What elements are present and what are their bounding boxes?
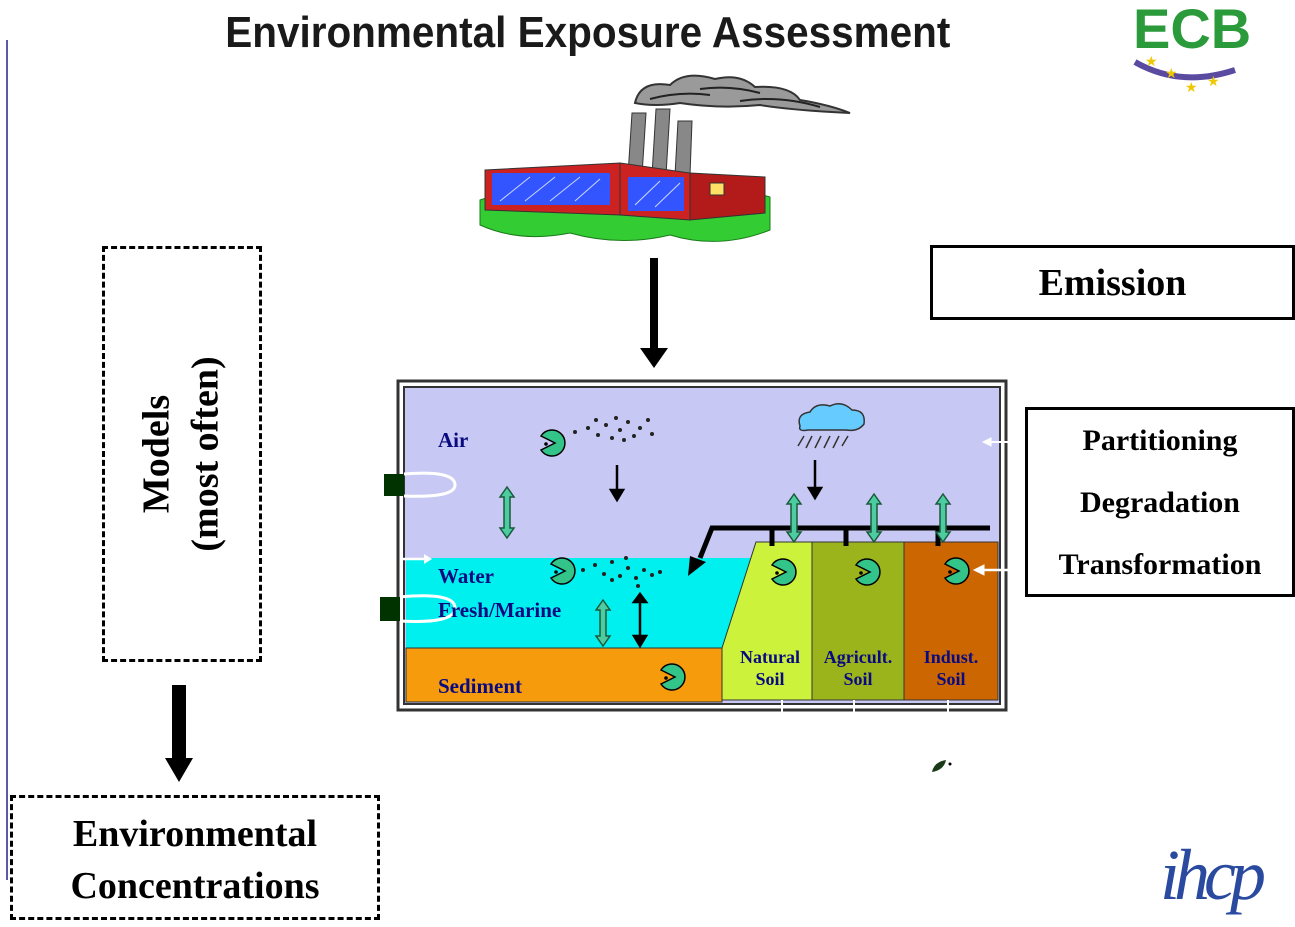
- exchange-arrows: [498, 485, 952, 648]
- agricultural-soil-compartment: [811, 541, 905, 701]
- natural-soil-label: Natural Soil: [726, 646, 814, 690]
- ecb-logo-graphic: ★ ★ ★ ★ ECB: [1133, 0, 1251, 96]
- degradation-icons: [539, 429, 970, 691]
- logo-star-icon: ★: [1207, 75, 1220, 90]
- emission-box: Emission: [930, 245, 1295, 320]
- process-partitioning: Partitioning: [1082, 424, 1238, 457]
- industrial-soil-label: Indust. Soil: [904, 646, 998, 690]
- left-rule: [6, 40, 8, 880]
- models-box: [102, 246, 262, 662]
- rain-cloud-icon: [797, 403, 865, 449]
- ihcp-logo: ihcp: [1160, 835, 1266, 915]
- runoff-bracket: [697, 525, 990, 559]
- agricultural-soil-label-line2: Soil: [843, 669, 873, 689]
- process-transformation: Transformation: [1058, 548, 1262, 581]
- concentrations-line2: Concentrations: [70, 865, 320, 907]
- process-pointer-arrows: [972, 437, 1018, 576]
- deposition-arrows: [608, 460, 824, 649]
- air-particles: [573, 416, 654, 442]
- water-particles: [581, 556, 662, 588]
- natural-soil-label-line2: Soil: [755, 669, 785, 689]
- logo-star-icon: ★: [1145, 55, 1158, 70]
- factory-icon: [479, 74, 851, 242]
- water-compartment: [406, 558, 756, 648]
- logo-star-icon: ★: [1185, 81, 1198, 96]
- water-label: Water: [438, 564, 494, 588]
- concentrations-line1: Environmental: [72, 813, 318, 855]
- processes-box: Partitioning Degradation Transformation: [1025, 407, 1295, 597]
- ecb-logo: ★ ★ ★ ★ ECB: [1125, 0, 1285, 100]
- process-degradation: Degradation: [1080, 486, 1240, 519]
- advection-loops: [380, 471, 457, 623]
- air-label: Air: [438, 428, 469, 452]
- factory-illustration: [470, 65, 860, 255]
- leaching-lines: [781, 700, 949, 712]
- agricultural-soil-label-line1: Agricult.: [823, 647, 893, 667]
- sediment-label: Sediment: [438, 674, 522, 698]
- small-leaf-icon: [932, 760, 952, 772]
- page-title: Environmental Exposure Assessment: [225, 8, 951, 57]
- logo-star-icon: ★: [1165, 67, 1178, 82]
- industrial-soil-label-line2: Soil: [936, 669, 966, 689]
- water-sublabel: Fresh/Marine: [438, 598, 562, 622]
- logo-text: ECB: [1133, 0, 1251, 60]
- industrial-soil-label-line1: Indust.: [923, 647, 979, 667]
- environmental-concentrations-box: Environmental Concentrations: [10, 795, 380, 920]
- natural-soil-label-line1: Natural: [740, 647, 800, 667]
- agricultural-soil-label: Agricult. Soil: [812, 646, 904, 690]
